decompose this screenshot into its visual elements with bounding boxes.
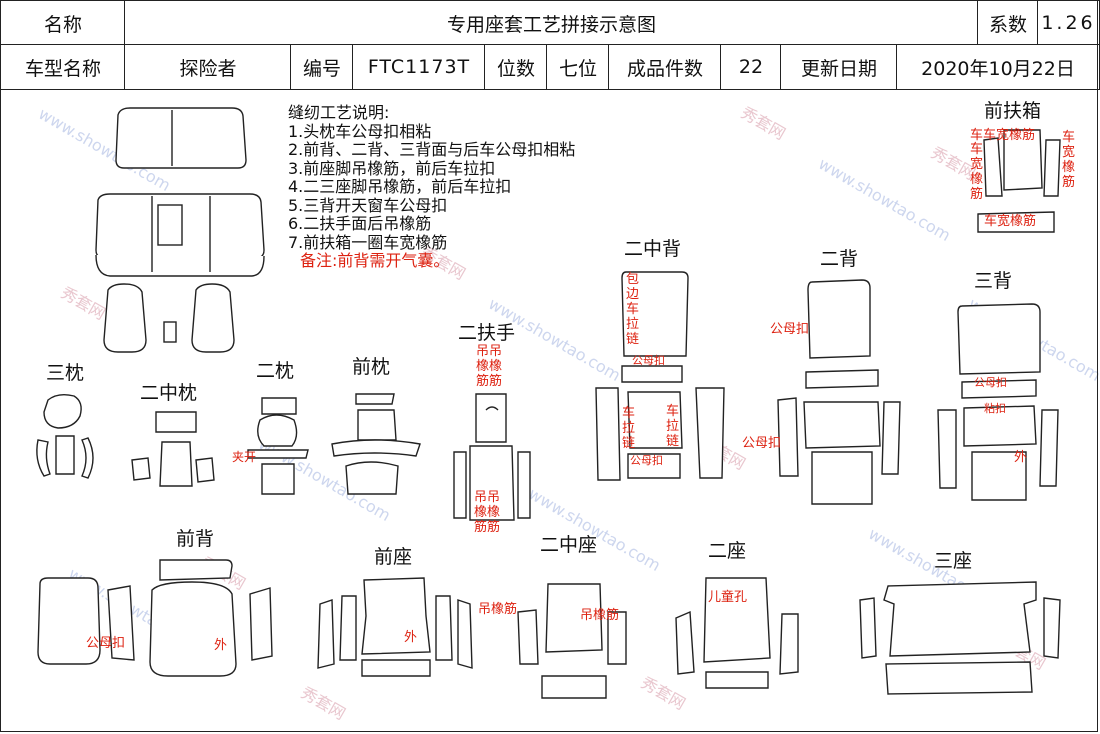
- second-armrest-pattern: [453, 393, 531, 521]
- date-label: 更新日期: [780, 44, 898, 90]
- model-value: 探险者: [124, 44, 292, 90]
- third-back-pattern: [937, 303, 1059, 501]
- note-mid-back-zip-left: 车拉链: [622, 406, 636, 451]
- label-front-armbox: 前扶箱: [984, 100, 1042, 122]
- note-armbox-left: 车宽橡筋: [970, 142, 984, 202]
- front-headrest-pattern: [331, 393, 421, 495]
- second-mid-back-pattern: [595, 271, 725, 481]
- label-second-mid-seat: 二中座: [540, 534, 598, 556]
- notes-title: 缝纫工艺说明:: [288, 103, 390, 122]
- notes-item: 2.前背、二背、三背面与后车公母扣相粘: [288, 140, 576, 159]
- label-front-back: 前背: [176, 528, 215, 550]
- label-front-seat: 前座: [374, 546, 413, 568]
- front-back-pattern: [37, 559, 273, 677]
- coef-label: 系数: [977, 0, 1039, 46]
- notes-item: 1.头枕车公母扣相粘: [288, 121, 432, 141]
- seats-value: 七位: [546, 44, 610, 90]
- note-front-back-snap: 公母扣: [86, 636, 126, 651]
- date-value: 2020年10月22日: [896, 44, 1100, 90]
- second-mid-headrest-pattern: [131, 411, 215, 487]
- name-label: 名称: [0, 0, 126, 46]
- label-third-headrest: 三枕: [46, 362, 85, 384]
- note-armrest-bottom: 吊吊橡橡筋筋: [474, 490, 501, 535]
- note-armrest-top: 吊吊橡橡筋筋: [476, 344, 503, 389]
- note-armbox-bottom: 车宽橡筋: [984, 214, 1037, 229]
- second-mid-seat-pattern: [517, 583, 627, 699]
- note-front-back-outer: 外: [214, 638, 228, 653]
- note-front-seat-outer: 外: [404, 630, 418, 645]
- note-mid-back-snap-bottom: 公母扣: [630, 454, 663, 467]
- seats-label: 位数: [484, 44, 548, 90]
- label-front-headrest: 前枕: [352, 356, 391, 378]
- label-third-seat: 三座: [934, 550, 973, 572]
- note-mid-seat-left: 吊橡筋: [478, 602, 518, 617]
- note-back3-outer: 外: [1014, 450, 1028, 465]
- code-value: FTC1173T: [352, 44, 486, 90]
- note-back2-snap-side: 公母扣: [742, 436, 782, 451]
- notes-item: 5.三背开天窗车公母扣: [288, 195, 448, 215]
- second-back-pattern: [777, 279, 901, 505]
- front-seat-pattern: [317, 577, 473, 677]
- pieces-value: 22: [720, 44, 782, 90]
- note-armbox-right: 车宽橡筋: [1062, 130, 1076, 190]
- label-second-mid-headrest: 二中枕: [140, 382, 198, 404]
- note-mid-back-zip-right: 车拉链: [666, 404, 680, 449]
- label-second-back: 二背: [820, 248, 859, 270]
- notes-item: 6.二扶手面后吊橡筋: [288, 214, 432, 233]
- note-headrest2-hole: 夹开: [232, 450, 257, 464]
- model-label: 车型名称: [0, 44, 126, 90]
- header-table: 名称 专用座套工艺拼接示意图 系数 1.26 车型名称 探险者 编号 FTC11…: [0, 0, 1100, 90]
- note-mid-seat-right: 吊橡筋: [580, 608, 620, 623]
- label-second-seat: 二座: [708, 540, 747, 562]
- third-seat-pattern: [859, 581, 1061, 695]
- label-second-headrest: 二枕: [256, 360, 295, 382]
- notes-item: 3.前座脚吊橡筋，前后车拉扣: [288, 158, 496, 178]
- label-second-armrest: 二扶手: [458, 322, 516, 344]
- front-armbox-pattern: [977, 129, 1061, 233]
- code-label: 编号: [290, 44, 354, 90]
- note-armbox-top: 车车宽橡筋: [970, 128, 1036, 143]
- note-seat2-child: 儿童孔: [708, 590, 748, 605]
- notes-remark: 备注:前背需开气囊。: [300, 251, 450, 270]
- notes-item: 7.前扶箱一圈车宽橡筋: [288, 232, 448, 252]
- note-back3-snap: 公母扣: [974, 376, 1007, 389]
- sewing-notes: 缝纫工艺说明: 1.头枕车公母扣相粘 2.前背、二背、三背面与后车公母扣相粘 3…: [288, 103, 576, 271]
- third-headrest-pattern: [36, 393, 94, 479]
- note-back3-velcro: 粘扣: [984, 402, 1006, 415]
- second-headrest-pattern: [247, 397, 309, 495]
- note-back2-snap-top: 公母扣: [770, 322, 810, 337]
- pieces-label: 成品件数: [608, 44, 722, 90]
- note-mid-back-snap-top: 公母扣: [632, 354, 665, 367]
- seat-overview-diagram: [95, 107, 265, 353]
- label-second-mid-back: 二中背: [624, 238, 682, 260]
- label-third-back: 三背: [974, 270, 1013, 292]
- note-mid-back-edge: 包边车拉链: [626, 272, 640, 347]
- notes-item: 4.二三座脚吊橡筋，前后车拉扣: [288, 177, 512, 196]
- second-seat-pattern: [675, 577, 799, 689]
